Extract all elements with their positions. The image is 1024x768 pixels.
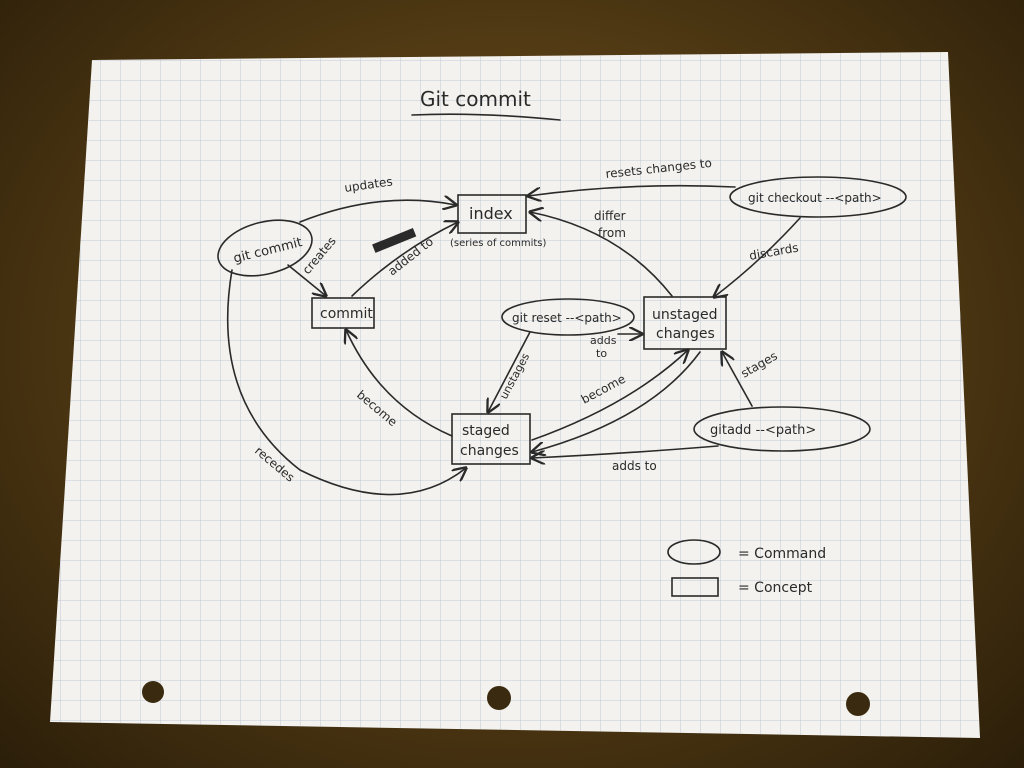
edge-label-differ-from-2: from: [598, 226, 626, 240]
edge-added-to: [351, 222, 458, 297]
edge-unstages: [488, 331, 531, 412]
git-reset-label: git reset --<path>: [512, 311, 622, 325]
edge-label-adds-to-bottom: adds to: [612, 459, 657, 473]
edge-label-adds-to-2: to: [596, 347, 607, 360]
legend-command-symbol: [667, 539, 721, 565]
node-staged-changes: staged changes: [451, 413, 531, 465]
legend-command-label: = Command: [738, 546, 826, 562]
legend-concept-label: = Concept: [738, 580, 813, 596]
index-label: index: [469, 204, 513, 223]
edge-adds-to-staged: [532, 445, 719, 458]
binder-hole-right: [846, 692, 870, 716]
edge-label-adds-to-1: adds: [590, 334, 617, 347]
git-add-label: gitadd --<path>: [710, 423, 816, 438]
edge-become-return: [532, 351, 701, 452]
legend-concept-symbol: [671, 577, 719, 597]
edge-become-staged-to-unstaged: [531, 350, 688, 441]
staged-label-line2: changes: [460, 443, 519, 459]
unstaged-label-line2: changes: [656, 326, 715, 342]
edge-resets-changes-to: [528, 184, 736, 196]
edge-differ-from: [530, 212, 673, 297]
binder-hole-center: [487, 686, 511, 710]
edge-label-differ-from-1: differ: [594, 209, 626, 223]
edge-updates: [299, 200, 456, 223]
binder-hole-left: [142, 681, 164, 703]
edge-creates: [287, 264, 326, 296]
scribble-mark: [372, 228, 417, 253]
node-commit: commit: [311, 297, 375, 329]
staged-label-line1: staged: [462, 423, 510, 439]
edge-stages: [722, 352, 753, 407]
git-checkout-label: git checkout --<path>: [748, 191, 882, 205]
page-title: Git commit: [420, 87, 531, 111]
node-git-checkout: git checkout --<path>: [729, 176, 907, 218]
node-index: index (series of commits): [450, 194, 547, 249]
commit-label: commit: [320, 306, 373, 322]
edge-recedes: [226, 269, 466, 496]
paper-grid: [50, 52, 980, 738]
edge-become-staged-to-commit: [346, 330, 453, 437]
node-git-reset: git reset --<path>: [501, 298, 635, 336]
unstaged-label-line1: unstaged: [652, 307, 718, 323]
edge-discards: [714, 217, 801, 297]
index-sublabel: (series of commits): [450, 238, 547, 249]
edge-label-updates: updates: [343, 174, 393, 195]
legend: = Command = Concept: [667, 539, 826, 597]
node-git-add: gitadd --<path>: [693, 406, 871, 452]
title-underline: [411, 113, 561, 121]
